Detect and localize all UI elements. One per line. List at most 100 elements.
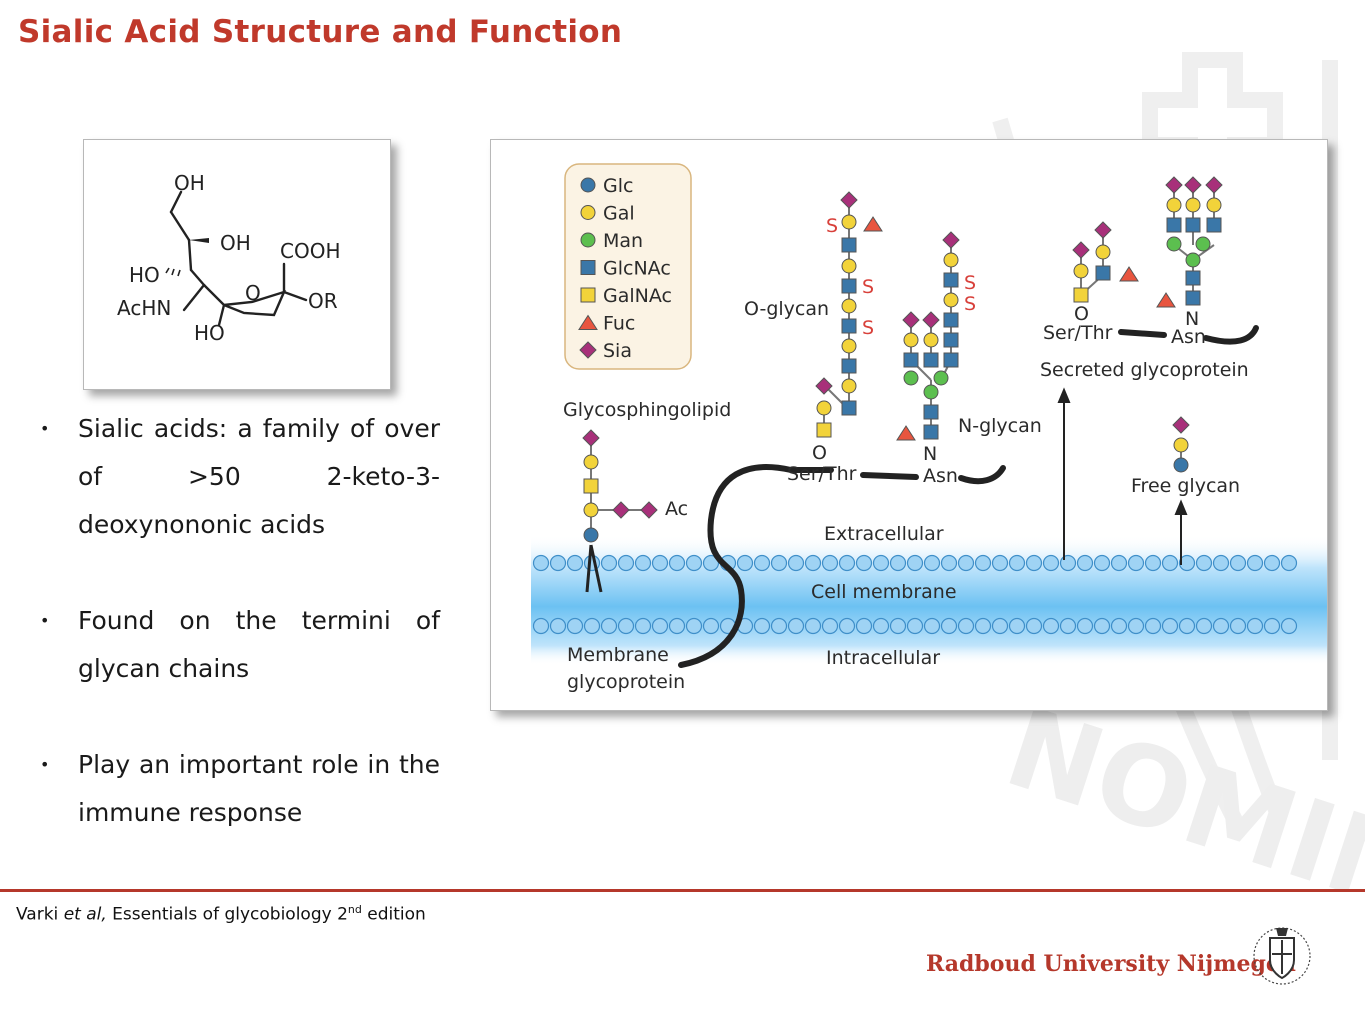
- lipid-head: [685, 554, 703, 572]
- membrane-lipid-heads: [532, 554, 1298, 635]
- fuc-symbol: [1156, 292, 1176, 308]
- label-ser-thr-1: Ser/Thr: [787, 463, 857, 485]
- gal-symbol: [816, 400, 832, 416]
- lipid-head: [1263, 554, 1281, 572]
- glcnac-symbol: [1185, 270, 1201, 286]
- sia-symbol: [840, 191, 858, 209]
- label-membrane-glycoprotein-2: glycoprotein: [567, 671, 685, 693]
- lipid-head: [923, 554, 941, 572]
- glcnac-symbol: [943, 352, 959, 368]
- lipid-head: [685, 617, 703, 635]
- man-symbol: [580, 232, 596, 248]
- lipid-head: [821, 554, 839, 572]
- man-symbol: [1185, 252, 1201, 268]
- sia-symbol: [1072, 241, 1090, 259]
- label-o-2: O: [1074, 303, 1089, 325]
- label-ac: Ac: [665, 498, 688, 520]
- lipid-head: [1025, 617, 1043, 635]
- label-n-glycan: N-glycan: [958, 415, 1042, 437]
- gal-symbol: [841, 378, 857, 394]
- lipid-head: [889, 617, 907, 635]
- sia-symbol: [1205, 176, 1223, 194]
- bullet-item: •Found on the termini of glycan chains: [40, 597, 440, 693]
- glcnac-symbol: [841, 400, 857, 416]
- label-sulfate-1: S: [826, 215, 838, 237]
- gal-symbol: [1166, 197, 1182, 213]
- glcnac-symbol: [943, 332, 959, 348]
- label-sulfate-2: S: [862, 276, 874, 298]
- lipid-head: [991, 554, 1009, 572]
- label-asn-2: Asn: [1171, 326, 1206, 348]
- bullet-marker: •: [40, 419, 50, 438]
- lipid-head: [1229, 554, 1247, 572]
- galnac-symbol: [580, 287, 596, 303]
- legend-box: [564, 163, 692, 370]
- lipid-head: [1093, 554, 1111, 572]
- citation: Varki et al, Essentials of glycobiology …: [16, 903, 426, 925]
- lipid-head: [906, 554, 924, 572]
- man-symbol: [1166, 236, 1182, 252]
- glcnac-symbol: [903, 352, 919, 368]
- sialic-acid-structure-drawing: OH OH COOH HO O OR AcHN HO: [117, 171, 341, 345]
- label-asn-1: Asn: [923, 465, 958, 487]
- label-extracellular: Extracellular: [824, 523, 944, 545]
- glcnac-symbol: [1185, 290, 1201, 306]
- lipid-head: [549, 554, 567, 572]
- lipid-head: [1059, 617, 1077, 635]
- lipid-head: [957, 617, 975, 635]
- lipid-head: [838, 617, 856, 635]
- lipid-head: [1025, 554, 1043, 572]
- label-free-glycan: Free glycan: [1131, 475, 1240, 497]
- legend-label: Fuc: [603, 313, 635, 335]
- gal-symbol: [1206, 197, 1222, 213]
- structure-label-ho-bottom: HO: [194, 321, 225, 345]
- lipid-head: [566, 617, 584, 635]
- man-symbol: [933, 370, 949, 386]
- lipid-head: [787, 554, 805, 572]
- label-sulfate-5: S: [964, 293, 976, 315]
- fuc-symbol: [1119, 266, 1139, 282]
- lipid-head: [1110, 617, 1128, 635]
- lipid-head: [821, 617, 839, 635]
- lipid-head: [838, 554, 856, 572]
- lipid-head: [668, 554, 686, 572]
- bullet-text: Sialic acids: a family of over of >50 2-…: [78, 414, 440, 539]
- fuc-symbol: [863, 216, 883, 232]
- lipid-head: [940, 617, 958, 635]
- glcnac-symbol: [943, 312, 959, 328]
- lipid-head: [1093, 617, 1111, 635]
- lipid-head: [872, 617, 890, 635]
- galnac-symbol: [816, 422, 832, 438]
- legend-label: GalNAc: [603, 285, 672, 307]
- sia-symbol: [579, 341, 597, 359]
- gal-symbol: [583, 502, 599, 518]
- lipid-head: [1042, 554, 1060, 572]
- lipid-head: [889, 554, 907, 572]
- lipid-head: [702, 554, 720, 572]
- lipid-head: [906, 617, 924, 635]
- fuc-symbol: [578, 314, 598, 330]
- label-sulfate-3: S: [862, 317, 874, 339]
- legend-label: Gal: [603, 203, 635, 225]
- sia-symbol: [640, 501, 658, 519]
- galnac-symbol: [583, 478, 599, 494]
- lipid-head: [702, 617, 720, 635]
- lipid-head: [923, 617, 941, 635]
- citation-etal: et al,: [63, 904, 107, 925]
- lipid-head: [566, 554, 584, 572]
- glcnac-symbol: [923, 424, 939, 440]
- gal-symbol: [943, 252, 959, 268]
- sia-symbol: [902, 311, 920, 329]
- sialic-acid-structure-image: OH OH COOH HO O OR AcHN HO: [83, 139, 391, 390]
- glcnac-symbol: [943, 272, 959, 288]
- lipid-head: [668, 617, 686, 635]
- lipid-head: [1246, 554, 1264, 572]
- lipid-head: [770, 554, 788, 572]
- structure-label-achn: AcHN: [117, 296, 171, 320]
- gal-symbol: [841, 298, 857, 314]
- label-n-2: N: [1185, 308, 1199, 330]
- lipid-head: [1076, 554, 1094, 572]
- lipid-head: [1280, 554, 1298, 572]
- lipid-head: [804, 554, 822, 572]
